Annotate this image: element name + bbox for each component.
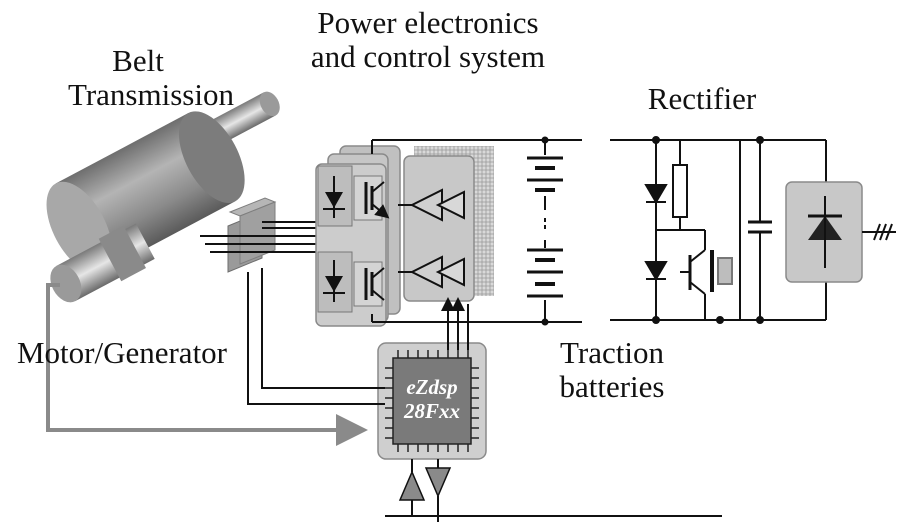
bridge-rectifier (785, 181, 896, 283)
belt-label-line1: Belt (112, 43, 164, 78)
belt-label-line2: Transmission (68, 77, 234, 112)
inverter-stack (315, 145, 401, 327)
belt-transmission-label: Belt Transmission (68, 43, 234, 112)
rectifier-circuit (644, 136, 827, 324)
gate-driver-board (398, 146, 494, 302)
phase-lines (200, 221, 325, 253)
chip-label-line2: 28Fxx (403, 399, 460, 423)
power-label-line2: and control system (310, 39, 546, 74)
comm-interface (385, 459, 722, 522)
traction-label-line2: batteries (559, 369, 665, 404)
rectifier-label-text: Rectifier (647, 81, 757, 116)
traction-batteries (527, 136, 563, 326)
speed-feedback-line (46, 283, 368, 446)
motor-generator-label: Motor/Generator (4, 336, 240, 370)
motor-generator (46, 91, 280, 303)
power-label-line1: Power electronics (317, 5, 539, 40)
motor-label-text: Motor/Generator (16, 335, 228, 370)
sensor-feedback-lines (247, 268, 385, 405)
chip-label-line1: eZdsp (406, 375, 457, 399)
traction-label-line1: Traction (560, 335, 664, 370)
traction-batteries-label: Traction batteries (548, 336, 676, 404)
sensor-box (227, 197, 277, 273)
power-electronics-label: Power electronics and control system (300, 6, 556, 74)
controller-chip: eZdsp 28Fxx (377, 342, 487, 460)
gate-signal-lines (441, 297, 469, 350)
rectifier-label: Rectifier (632, 82, 772, 116)
